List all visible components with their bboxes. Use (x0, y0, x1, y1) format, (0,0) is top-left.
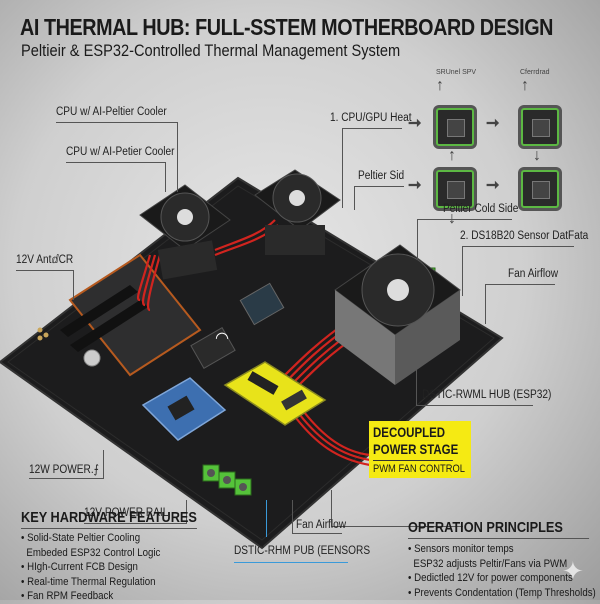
callout-peltier-cold-side: Peltier Cold Side (443, 203, 519, 215)
peltier-chip (521, 170, 559, 208)
callout-cpu-cooler-2: CPU w/ AI-Petier Cooler (66, 146, 175, 158)
cpu-fan-1 (139, 184, 231, 280)
callout-12w-power: 12W POWER.⨍ (29, 464, 99, 476)
arrow-right-icon: ➞ (408, 177, 422, 194)
operation-principles-panel: OPERATION PRINCIPLES • Sensors monitor t… (408, 519, 600, 600)
callout-ds18b20: 2. DS18B20 Sensor DatFata (460, 230, 589, 242)
highlight-line-3: PWM FAN CONTROL (373, 460, 465, 475)
arrow-up-icon: ↑ (448, 147, 456, 164)
arrow-right-icon: ➞ (408, 115, 422, 132)
sparkle-watermark-icon: ✦ (562, 556, 584, 586)
callout-cpu-cooler-1: CPU w/ AI-Peltier Cooler (56, 106, 167, 118)
peltier-chip (521, 108, 559, 146)
principle-item: ESP32 adjusts Peltir/Fans via PWM (408, 557, 568, 570)
peltier-chip (436, 108, 474, 146)
principle-item: • Dedictled 12V for power components (408, 572, 573, 584)
key-features-title: KEY HARDWARE FEATURES (21, 509, 197, 529)
arrow-up-icon: ↑ (521, 77, 529, 94)
callout-peltier-sid: Peltier Sid (358, 170, 405, 182)
callout-cpu-gpu-heat: 1. CPU/GPU Heat (330, 112, 412, 124)
feature-item: • Real-time Thermal Regulation (21, 575, 156, 588)
callout-fan-airflow-right: Fan Airflow (508, 268, 559, 280)
arrow-up-icon: ↑ (436, 77, 444, 94)
main-cooler-fan (334, 244, 461, 385)
feature-item: • HIgh-Current FCB Design (21, 561, 138, 573)
cpu-chip (239, 282, 285, 326)
principle-item: • Prevents Condentation (Temp Thresholds… (408, 586, 596, 599)
callout-fan-airflow-bottom: Fan Airflow (296, 519, 347, 531)
highlight-line-1: DECOUPLED (373, 424, 446, 440)
cmos-battery (83, 349, 101, 367)
flow-label-left: SRUnel SPV (436, 69, 477, 76)
feature-item: • Solid-State Peltier Cooling (21, 532, 141, 544)
arrow-right-icon: ➞ (486, 177, 500, 194)
highlight-line-2: POWER STAGE (373, 441, 459, 457)
callout-hub-esp32: DSTIC-RWML HUB (ESP32) (422, 389, 552, 401)
key-features-panel: KEY HARDWARE FEATURES • Solid-State Pelt… (21, 509, 228, 604)
arrow-right-icon: ➞ (486, 115, 500, 132)
page-subtitle: Peltieir & ESP32-Controlled Thermal Mana… (21, 41, 401, 60)
feature-item: • Fan RPM Feedback (21, 590, 114, 602)
arrow-down-icon: ↓ (533, 147, 541, 164)
peltier-chip (436, 170, 474, 208)
page-title: AI THERMAL HUB: FULL-SSTEM MOTHERBOARD D… (20, 14, 554, 40)
feature-item: Embeded ESP32 Control Logic (21, 546, 161, 559)
flow-label-right: Cferrdrad (520, 69, 550, 76)
cpu-fan-2 (254, 169, 341, 255)
arrow-down-icon: ↓ (448, 211, 456, 227)
operation-principles-title: OPERATION PRINCIPLES (408, 519, 590, 539)
callout-sensors-hub: DSTIC-RHM PUB (EENSORS (234, 545, 371, 557)
callout-12v-power-rail: 12V POWER RAIL (84, 507, 169, 519)
principle-item: • Sensors monitor temps (408, 543, 514, 555)
callout-12v-antcr: 12V AntⅆCR (16, 254, 74, 266)
decoupled-power-stage-highlight: DECOUPLED POWER STAGE PWM FAN CONTROL (369, 421, 471, 478)
wifi-icon: ◠ (215, 328, 229, 347)
